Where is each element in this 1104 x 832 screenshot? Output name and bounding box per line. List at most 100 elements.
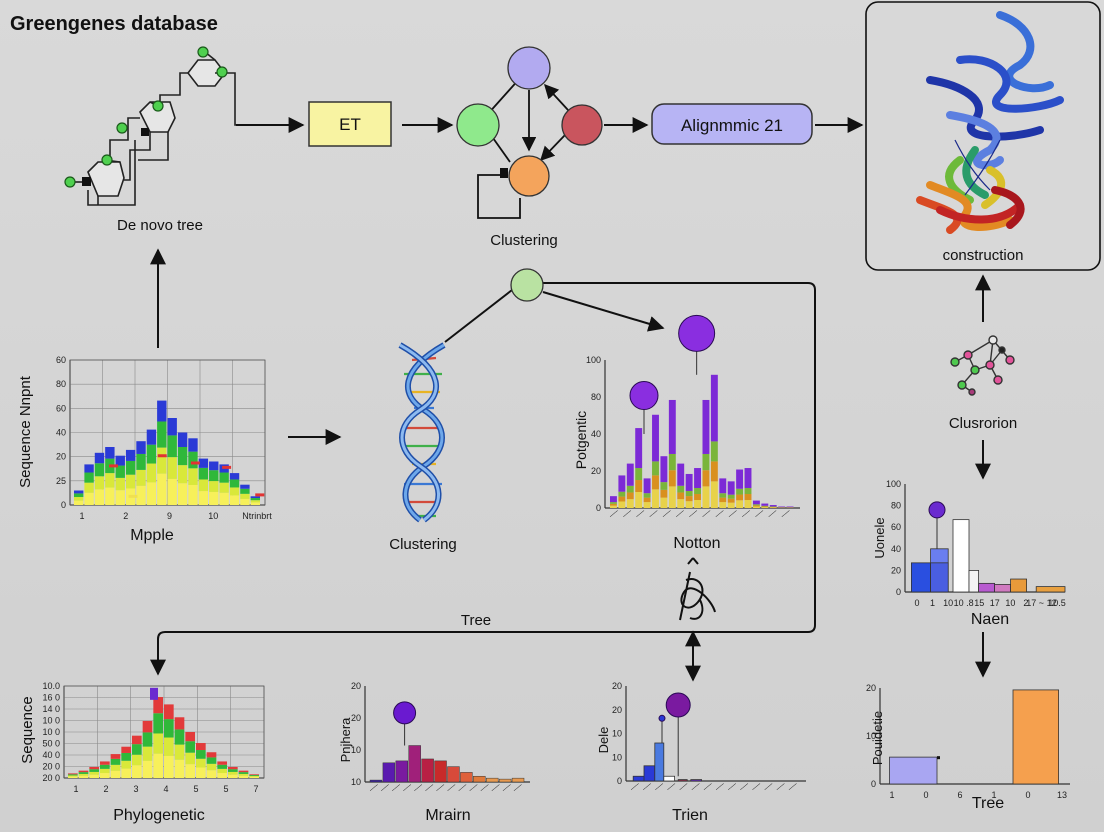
x-tick-label: 7	[253, 784, 258, 794]
bar	[89, 766, 99, 770]
chart-potgentic: 1008040200‒‒‒‒‒‒‒‒‒‒‒‒‒‒‒‒‒‒‒‒‒‒‒‒‒‒‒‒‒‒…	[573, 314, 800, 552]
y-tick-label: 80	[56, 379, 66, 389]
bar	[710, 481, 718, 508]
y-tick-label: 20	[351, 681, 361, 691]
bar	[157, 473, 167, 505]
y-tick-label: 16 0	[42, 693, 60, 703]
bar	[719, 478, 727, 494]
bar	[110, 758, 121, 765]
x-tick-label: 10 .8	[954, 598, 974, 608]
y-tick-label: 10	[866, 731, 876, 741]
x-tick-label: ‒‒‒	[413, 782, 425, 793]
bar	[105, 487, 115, 505]
bar	[125, 460, 136, 475]
bar	[719, 497, 727, 503]
bar	[250, 496, 260, 499]
bar	[761, 505, 769, 507]
bar	[167, 435, 177, 458]
bar	[94, 452, 105, 464]
x-axis-label: Mpple	[130, 527, 174, 544]
y-axis-label: Dele	[596, 727, 611, 754]
bar-marker	[128, 494, 138, 498]
bar	[369, 779, 383, 783]
x-tick-label: ‒‒‒	[468, 782, 480, 793]
de-novo-tree-graphic	[72, 51, 300, 206]
bar	[185, 732, 195, 742]
bar	[94, 489, 105, 505]
bar	[395, 760, 409, 783]
bar	[68, 775, 78, 777]
bar	[100, 764, 110, 769]
bar	[249, 776, 259, 778]
bar	[889, 756, 938, 785]
bar	[110, 770, 121, 778]
x-tick-label: 6	[957, 790, 962, 800]
bar	[74, 490, 84, 494]
x-tick-label: ‒‒‒	[435, 782, 447, 793]
bar	[769, 505, 777, 507]
bar	[153, 753, 163, 778]
clustering-network	[456, 46, 603, 219]
bar	[94, 463, 105, 477]
bar	[198, 491, 209, 505]
y-axis-label: Uonele	[872, 517, 887, 558]
bar	[78, 772, 89, 774]
lollipop-head	[678, 314, 716, 352]
bar	[198, 467, 209, 480]
y-tick-label: 10 0	[42, 727, 60, 737]
x-tick-label: 5	[193, 784, 198, 794]
bar	[677, 499, 685, 508]
bar-marker	[109, 464, 118, 468]
bar	[694, 468, 701, 489]
bar	[250, 498, 260, 501]
y-tick-label: 0	[896, 587, 901, 597]
bar	[68, 774, 78, 776]
y-tick-label: 20	[591, 466, 601, 476]
bar	[752, 505, 760, 507]
y-tick-label: 100	[586, 355, 601, 365]
bar	[498, 778, 512, 783]
bar	[421, 758, 434, 783]
bar	[677, 463, 685, 486]
x-tick-label: ‒‒‒	[635, 508, 647, 519]
bar	[188, 468, 198, 485]
bar	[229, 479, 240, 488]
bar	[240, 493, 250, 499]
x-tick-label: ‒‒‒	[402, 782, 414, 793]
bar	[677, 779, 688, 782]
y-tick-label: 80	[591, 392, 601, 402]
x-tick-label: 1	[73, 784, 78, 794]
bar	[206, 757, 217, 764]
et-label: ET	[339, 115, 361, 134]
y-tick-label: 50 0	[42, 739, 60, 749]
bar	[250, 500, 260, 503]
x-tick-label: ‒‒‒	[727, 781, 739, 792]
bar	[618, 496, 626, 502]
bar	[164, 704, 174, 720]
lollipop-head	[629, 381, 659, 411]
bar	[188, 484, 198, 505]
x-tick-label: ‒‒‒	[501, 782, 513, 793]
bar	[677, 492, 685, 500]
x-tick-label: ‒‒‒	[751, 781, 763, 792]
bar	[100, 768, 110, 774]
x-tick-label: ‒‒‒	[446, 782, 458, 793]
bar	[100, 773, 110, 778]
bar	[635, 480, 643, 493]
bar	[660, 482, 668, 490]
bar	[136, 441, 146, 454]
bar	[486, 777, 499, 783]
bar	[146, 444, 157, 464]
et-box	[308, 101, 392, 147]
x-tick-label: ‒‒‒	[690, 781, 702, 792]
bar	[206, 763, 217, 771]
y-tick-label: 14 0	[42, 704, 60, 714]
x-tick-label: 0	[914, 598, 919, 608]
bar	[153, 697, 163, 714]
bar	[736, 469, 744, 489]
bar	[94, 476, 105, 490]
bar	[110, 764, 121, 771]
x-tick-label: ‒‒‒	[678, 781, 690, 792]
